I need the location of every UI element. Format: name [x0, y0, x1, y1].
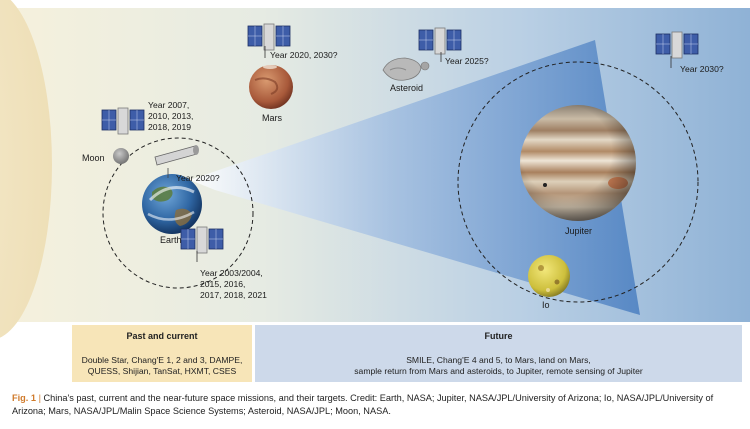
earth-planet — [142, 174, 202, 234]
mars-label: Mars — [262, 113, 282, 123]
moon-years-line3: 2018, 2019 — [148, 122, 191, 132]
asteroid-year-label: Year 2025? — [445, 56, 489, 66]
mars-year-label: Year 2020, 2030? — [270, 50, 338, 60]
past-missions-box: Past and current Double Star, Chang'E 1,… — [72, 325, 252, 382]
caption-separator: | — [39, 393, 41, 403]
figure-caption: Fig. 1 | China's past, current and the n… — [12, 392, 740, 418]
past-box-line: QUESS, Shijian, TanSat, HXMT, CSES — [72, 366, 252, 377]
asteroid-label: Asteroid — [390, 83, 423, 93]
caption-label: Fig. 1 — [12, 393, 36, 403]
station-year-label: Year 2020? — [176, 173, 220, 183]
caption-text: China's past, current and the near-futur… — [12, 393, 713, 416]
moon-label: Moon — [82, 153, 105, 163]
moon-planet — [113, 148, 129, 164]
jupiter-planet — [520, 105, 636, 221]
jupiter-label: Jupiter — [565, 226, 592, 236]
earth-years-line2: 2015, 2016, — [200, 279, 245, 289]
mars-satellite — [248, 24, 290, 50]
mars-planet — [249, 65, 293, 109]
moon-years-line2: 2010, 2013, — [148, 111, 193, 121]
earth-label: Earth — [160, 235, 182, 245]
past-box-title: Past and current — [72, 331, 252, 341]
future-box-line: SMILE, Chang'E 4 and 5, to Mars, land on… — [255, 355, 742, 366]
asteroid-satellite — [419, 28, 461, 54]
jupiter-year-label: Year 2030? — [680, 64, 724, 74]
moon-satellite — [102, 108, 144, 134]
earth-satellite — [181, 227, 223, 253]
earth-years-line1: Year 2003/2004, — [200, 268, 263, 278]
io-label: Io — [542, 300, 550, 310]
future-missions-box: Future SMILE, Chang'E 4 and 5, to Mars, … — [255, 325, 742, 382]
earth-years-line3: 2017, 2018, 2021 — [200, 290, 267, 300]
past-box-line: Double Star, Chang'E 1, 2 and 3, DAMPE, — [72, 355, 252, 366]
future-box-title: Future — [255, 331, 742, 341]
io-moon — [528, 255, 570, 297]
jupiter-satellite — [656, 32, 698, 58]
moon-years-line1: Year 2007, — [148, 100, 189, 110]
future-box-line: sample return from Mars and asteroids, t… — [255, 366, 742, 377]
